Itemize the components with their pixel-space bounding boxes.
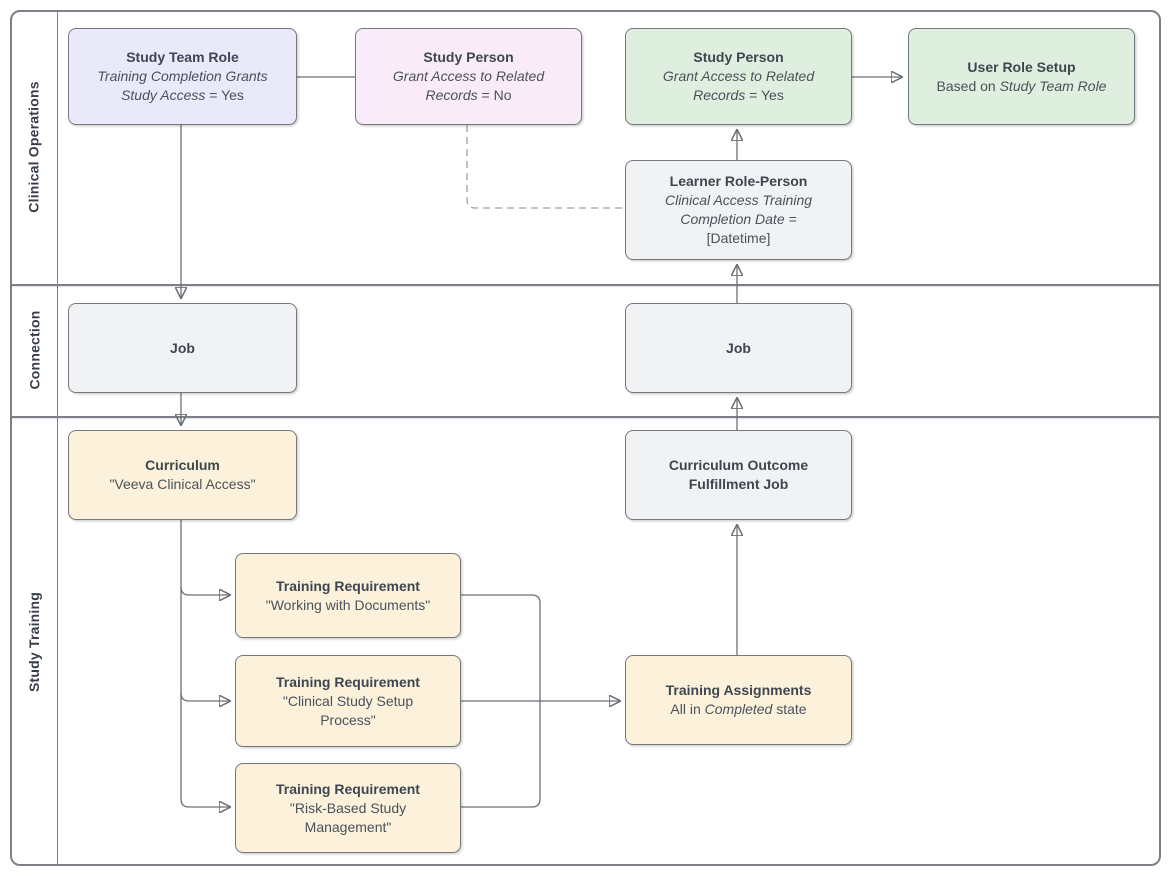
node-body: All in Completed state bbox=[670, 701, 807, 717]
node-title: Training Requirement bbox=[276, 673, 420, 690]
node-title: Study Team Role bbox=[126, 49, 239, 65]
node-title: User Role Setup bbox=[967, 58, 1076, 75]
node-curriculum-outcome-fulfillment-job: Curriculum Outcome Fulfillment Job bbox=[625, 430, 852, 520]
node-title: Training Assignments bbox=[665, 682, 812, 698]
node-body: Based on Study Team Role bbox=[936, 77, 1107, 94]
node-title: Curriculum Outcome Fulfillment Job bbox=[668, 457, 809, 492]
lane-label-study-training: Study Training bbox=[26, 591, 42, 693]
node-curriculum: Curriculum "Veeva Clinical Access" bbox=[68, 430, 297, 520]
lane-label-divider bbox=[57, 11, 58, 866]
node-title: Training Requirement bbox=[276, 780, 420, 797]
node-job-right: Job bbox=[625, 303, 852, 393]
node-title: Study Person bbox=[423, 49, 514, 65]
node-study-team-role: Study Team Role Training Completion Gran… bbox=[68, 28, 297, 125]
node-title: Learner Role-Person bbox=[669, 173, 808, 189]
node-body: "Working with Documents" bbox=[265, 596, 431, 613]
node-title: Training Requirement bbox=[276, 577, 420, 594]
lane-divider-clinical-operations-connection bbox=[11, 284, 1161, 286]
node-title: Job bbox=[726, 339, 751, 356]
lane-divider-connection-study-training bbox=[11, 416, 1161, 418]
node-user-role-setup: User Role Setup Based on Study Team Role bbox=[908, 28, 1135, 125]
node-body: "Veeva Clinical Access" bbox=[109, 476, 256, 492]
node-training-requirement-clinical-study-setup-process: Training Requirement "Clinical Study Set… bbox=[235, 655, 461, 747]
node-title: Curriculum bbox=[145, 457, 220, 473]
node-title: Job bbox=[170, 339, 195, 356]
node-learner-role-person: Learner Role-Person Clinical Access Trai… bbox=[625, 160, 852, 260]
node-job-left: Job bbox=[68, 303, 297, 393]
node-training-requirement-working-with-documents: Training Requirement "Working with Docum… bbox=[235, 553, 461, 638]
node-training-assignments: Training Assignments All in Completed st… bbox=[625, 655, 852, 745]
diagram-frame bbox=[10, 10, 1161, 866]
node-title: Study Person bbox=[693, 49, 784, 65]
lane-label-clinical-operations: Clinical Operations bbox=[26, 81, 43, 213]
lane-label-connection: Connection bbox=[26, 310, 42, 390]
